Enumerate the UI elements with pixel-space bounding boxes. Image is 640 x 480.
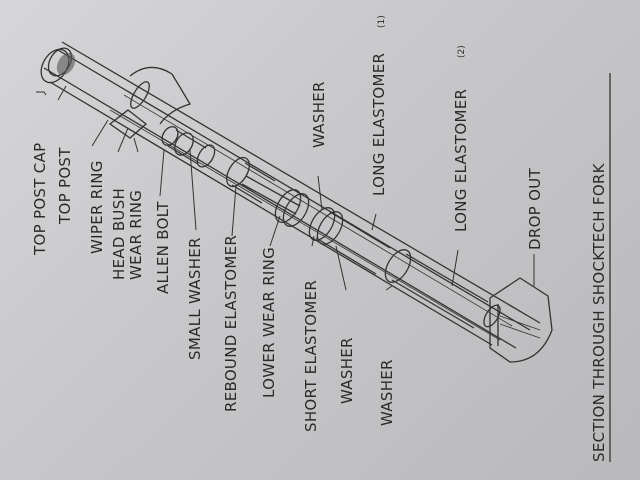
long-elastomer [384,249,489,329]
label-short-elastomer: SHORT ELASTOMER [302,280,320,432]
label-small-washer: SMALL WASHER [186,237,204,360]
rebound-elastomer [226,156,276,204]
label-long-elastomer-2: LONG ELASTOMER [452,89,470,232]
short-elastomer [308,207,391,275]
label-top-post: TOP POST [56,147,74,225]
head-bush-block [108,66,191,139]
label-drop-out: DROP OUT [526,168,544,250]
label-top-post-cap: TOP POST CAP [31,143,49,256]
label-wear-ring: WEAR RING [127,190,145,280]
diagram-title-group: SECTION THROUGH SHOCKTECH FORK [590,73,611,462]
label-washer-1: WASHER [338,337,356,404]
allen-bolt [161,126,216,168]
label-allen-bolt: ALLEN BOLT [154,201,172,294]
label-long-elastomer-2-note: (2) [457,45,467,58]
label-lower-wear-ring: LOWER WEAR RING [260,247,278,398]
label-washer-2: WASHER [378,359,396,426]
top-post-cap [40,47,76,84]
labels: TOP POST CAP TOP POST WIPER RING HEAD BU… [31,15,544,432]
piston-rod [241,175,301,215]
lower-wear-ring [274,189,310,227]
label-long-elastomer-1: LONG ELASTOMER [370,53,388,196]
label-head-bush: HEAD BUSH [110,188,128,280]
drop-out [483,277,553,363]
label-rebound-elastomer: REBOUND ELASTOMER [222,235,240,412]
label-long-elastomer-1-note: (1) [377,15,387,28]
label-washer-top: WASHER [310,81,328,148]
label-wiper-ring: WIPER RING [88,160,106,254]
leader-lines [36,85,535,291]
diagram-title: SECTION THROUGH SHOCKTECH FORK [590,162,608,462]
